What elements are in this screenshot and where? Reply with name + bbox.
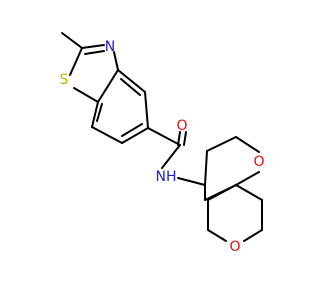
bond-c5-c6: [121, 127, 149, 144]
bond-c3-c2-upper: [206, 136, 237, 152]
bond-c2-s: [69, 47, 83, 76]
bond-aromatic-inner-1: [120, 78, 141, 96]
bond-c6-c7: [91, 126, 123, 144]
bond-c2-n-double-b: [84, 50, 105, 55]
bond-c7-c7a: [91, 101, 99, 128]
bond-aromatic-inner-3: [96, 103, 103, 122]
bond-carbonyl-n: [161, 144, 181, 169]
bond-aromatic-inner-2: [121, 123, 143, 137]
bond-spiro-lower-right: [235, 184, 263, 201]
bond-c3a-c4: [117, 69, 146, 93]
molecule-canvas: S N O NH O O: [60, 32, 265, 255]
bond-o1-spiro: [235, 171, 260, 186]
bond-c7a-c3a: [97, 69, 119, 103]
bond-n-c3a: [113, 51, 119, 71]
bond-methyl-c2: [61, 32, 83, 49]
bond-n-c4prime: [177, 177, 206, 186]
amide-nh-atom-label: NH: [156, 169, 177, 185]
ring-oxygen-lower-atom-label: O: [229, 239, 240, 255]
bond-c2-o1-upper: [235, 136, 260, 153]
molecule-structure: S N O NH O O: [60, 32, 265, 255]
bond-c5-carbonyl: [147, 127, 181, 146]
ring-oxygen-spiro-atom-label: O: [253, 154, 264, 170]
bond-lower-right-o: [243, 229, 263, 242]
bond-c2-n-double-a: [81, 44, 105, 49]
amide-oxygen-atom-label: O: [176, 118, 187, 134]
sulfur-atom-label: S: [60, 72, 69, 88]
bond-c4-c3-upper: [204, 150, 208, 186]
bond-lower-left-spiro: [207, 184, 237, 201]
bond-lower-o-left: [207, 229, 227, 242]
bond-carbonyl-o-double-a: [177, 131, 181, 146]
nitrogen-ring-atom-label: N: [105, 39, 115, 55]
bond-carbonyl-o-double-b: [183, 131, 187, 146]
bond-s-c7a: [73, 87, 99, 103]
bond-c4-c5: [144, 91, 149, 129]
